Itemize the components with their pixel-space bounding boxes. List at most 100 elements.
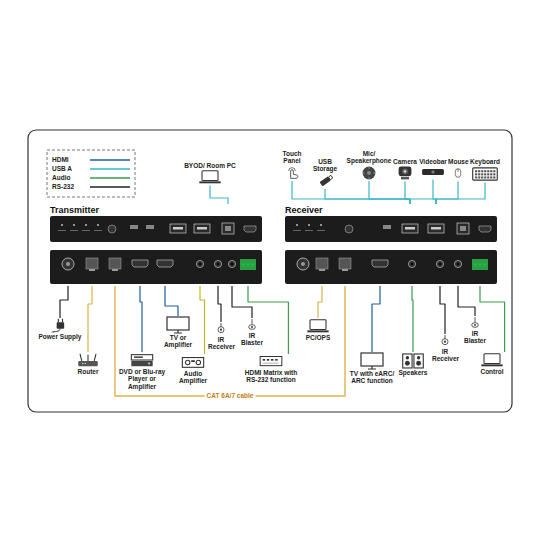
usb-storage-icon <box>314 173 336 189</box>
device-icon <box>36 318 84 333</box>
device-icon <box>346 165 392 181</box>
device-label: HDMI Matrix with RS-232 function <box>242 369 300 384</box>
cable-line <box>165 286 178 316</box>
connected-device: IR Receiver <box>432 334 458 363</box>
device-label: IR Blaster <box>460 330 490 345</box>
legend-swatch <box>90 175 130 181</box>
legend: HDMI USB A AudioRS-232 <box>52 155 130 191</box>
cable-line <box>318 286 322 318</box>
connected-device: DVD or Blu-ray Player or Amplifier <box>118 352 166 390</box>
cable-line <box>292 181 410 204</box>
connected-device: Mouse <box>448 158 468 181</box>
device-label: Camera <box>392 158 418 165</box>
speakerphone-icon <box>357 165 381 181</box>
legend-text: USB A <box>52 165 72 172</box>
cable-line <box>436 183 485 205</box>
connected-device: Control <box>474 352 510 375</box>
legend-text: RS-232 <box>52 183 74 190</box>
cable-line <box>369 181 410 204</box>
device-label: TV with eARC/ ARC function <box>348 370 396 385</box>
device-icon <box>165 169 255 185</box>
legend-row: HDMI <box>52 155 130 164</box>
connected-device: Videobar <box>418 158 448 179</box>
device-label: Mic/ Speakerphone <box>346 150 392 165</box>
device-icon <box>280 165 304 181</box>
ir-receiver-icon <box>211 322 231 336</box>
device-icon <box>392 165 418 181</box>
connected-device: Camera <box>392 158 418 181</box>
speakers-icon <box>399 352 427 369</box>
device-label: Control <box>474 368 510 375</box>
device-label: DVD or Blu-ray Player or Amplifier <box>118 368 166 390</box>
connected-device: Mic/ Speakerphone <box>346 150 392 181</box>
device-label: IR Receiver <box>432 348 458 363</box>
dvd-player-icon <box>127 352 157 368</box>
router-icon <box>74 352 102 368</box>
cable-line <box>372 286 380 352</box>
device-icon <box>238 318 266 332</box>
laptop-icon <box>196 169 224 185</box>
connected-device: TV with eARC/ ARC function <box>348 352 396 385</box>
connected-device: IR Blaster <box>460 316 490 345</box>
connected-device: TV or Amplifier <box>158 316 198 349</box>
connected-device: BYOD/ Room PC <box>165 162 255 185</box>
ir-blaster-icon <box>242 318 262 332</box>
device-icon <box>306 173 344 189</box>
device-icon <box>396 352 430 369</box>
device-icon <box>468 165 502 182</box>
connected-device: IR Blaster <box>238 318 266 347</box>
ir-blaster-icon <box>465 316 485 330</box>
legend-swatch <box>90 166 130 172</box>
legend-text: Audio <box>52 174 70 181</box>
tv-icon <box>163 316 193 334</box>
videobar-icon <box>419 165 447 179</box>
connected-device: USB Storage <box>306 158 344 189</box>
connected-device: PC/OPS <box>298 318 338 341</box>
device-icon <box>298 318 338 334</box>
transmitter-device <box>50 216 262 286</box>
device-icon <box>348 352 396 370</box>
device-icon <box>170 354 216 370</box>
connected-device: Keyboard <box>468 158 502 182</box>
cable-line <box>440 286 445 334</box>
touch-panel-icon <box>282 165 302 181</box>
cable-line <box>210 186 228 205</box>
mouse-icon <box>450 165 466 181</box>
amplifier-icon <box>178 354 208 370</box>
device-icon <box>242 354 300 369</box>
connected-device: Power Supply <box>36 318 84 340</box>
legend-row: Audio <box>52 173 130 182</box>
legend-row: USB A <box>52 164 130 173</box>
cable-line <box>218 286 221 322</box>
device-label: IR Receiver <box>208 336 234 351</box>
legend-box <box>47 150 135 197</box>
device-unit: Transmitter <box>50 204 262 286</box>
device-label: USB Storage <box>306 158 344 173</box>
keyboard-icon <box>470 165 500 182</box>
outer-frame <box>28 130 512 412</box>
cable-line <box>88 286 92 352</box>
connected-device: Speakers <box>396 352 430 376</box>
device-icon <box>70 352 106 368</box>
device-icon <box>118 352 166 368</box>
device-label: Audio Amplifier <box>170 370 216 385</box>
device-label: Power Supply <box>36 333 84 340</box>
device-label: Mouse <box>448 158 468 165</box>
cable-line <box>140 286 142 352</box>
legend-swatch <box>90 157 130 163</box>
ir-receiver-icon <box>435 334 455 348</box>
cable-label: CAT 6A/7 cable <box>205 392 256 399</box>
device-label: Touch Panel <box>280 150 304 165</box>
cable-line <box>60 286 68 318</box>
connected-device: Router <box>70 352 106 375</box>
unit-heading: Transmitter <box>50 204 262 216</box>
hdmi-matrix-icon <box>255 354 287 369</box>
cable-line <box>200 286 205 354</box>
device-label: PC/OPS <box>298 334 338 341</box>
device-label: BYOD/ Room PC <box>165 162 255 169</box>
device-label: IR Blaster <box>238 332 266 347</box>
legend-text: HDMI <box>52 156 69 163</box>
connected-device: Touch Panel <box>280 150 304 181</box>
cable-line <box>458 286 475 316</box>
connected-device: Audio Amplifier <box>170 354 216 385</box>
